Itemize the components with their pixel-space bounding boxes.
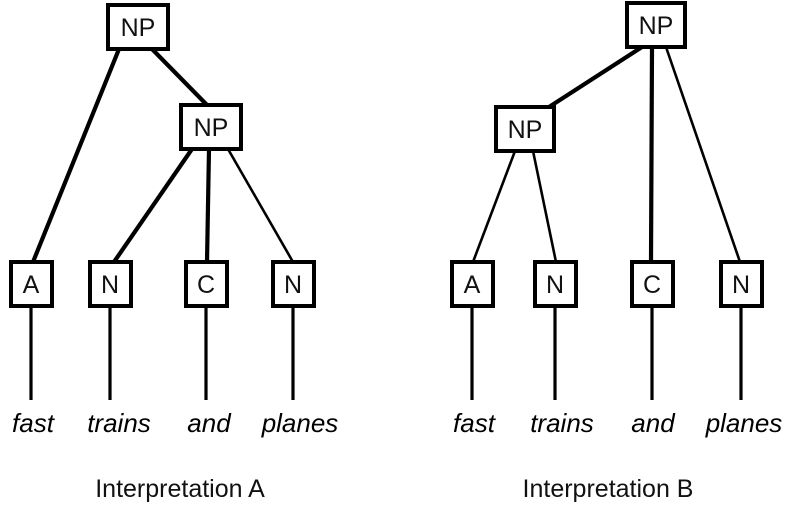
tree-edge-b-edge-root-to-n2 (664, 46, 742, 263)
leafnode-label: N (284, 271, 302, 299)
leafnode-a-leaf-adj[interactable]: A (9, 260, 54, 308)
node-label: NP (121, 14, 156, 42)
leafnode-b-leaf-n1[interactable]: N (533, 260, 578, 308)
leafnode-b-leaf-n2[interactable]: N (719, 260, 764, 308)
node-a-inner-np[interactable]: NP (179, 103, 243, 151)
leafnode-label: C (643, 271, 661, 299)
node-b-inner-np[interactable]: NP (494, 105, 556, 153)
word-a-leaf-n2: planes (261, 408, 339, 438)
leafnode-a-leaf-n2[interactable]: N (271, 260, 316, 308)
leafnode-label: N (101, 271, 119, 299)
leafnode-label: C (197, 271, 215, 299)
node-b-root-np[interactable]: NP (625, 1, 687, 49)
tree-edge-b-edge-root-to-innernp (547, 45, 644, 109)
leafnode-label: A (23, 271, 40, 299)
node-label: NP (194, 114, 229, 142)
word-b-leaf-conj: and (631, 408, 676, 438)
tree-edge-a-edge-root-to-innernp (150, 47, 209, 107)
leafnode-b-leaf-conj[interactable]: C (630, 260, 675, 308)
tree-edge-b-edge-innernp-to-n1 (531, 150, 558, 263)
leafnode-label: N (732, 271, 750, 299)
node-label: NP (508, 116, 543, 144)
caption-interpretation-b: Interpretation B (523, 475, 694, 503)
tree-edge-a-edge-innernp-to-n2 (226, 148, 295, 263)
node-a-root-np[interactable]: NP (106, 3, 170, 51)
tree-edge-a-edge-innernp-to-n1 (112, 147, 194, 264)
word-b-leaf-n1: trains (530, 408, 594, 438)
caption-interpretation-a: Interpretation A (95, 475, 265, 503)
leafnode-b-leaf-adj[interactable]: A (450, 260, 495, 308)
word-b-leaf-adj: fast (453, 408, 497, 438)
tree-edge-b-edge-root-to-conj (648, 46, 655, 263)
word-b-leaf-n2: planes (705, 408, 783, 438)
word-a-leaf-n1: trains (87, 408, 151, 438)
tree-edge-a-edge-innernp-to-conj (204, 148, 212, 263)
node-label: NP (639, 12, 674, 40)
leafnode-a-leaf-conj[interactable]: C (184, 260, 229, 308)
leafnode-a-leaf-n1[interactable]: N (88, 260, 133, 308)
leafnode-label: N (546, 271, 564, 299)
leafnode-label: A (464, 271, 481, 299)
word-a-leaf-adj: fast (12, 408, 56, 438)
word-a-leaf-conj: and (187, 408, 232, 438)
tree-edge-a-edge-root-to-adj (31, 48, 121, 263)
tree-edge-b-edge-innernp-to-adj (471, 150, 517, 263)
